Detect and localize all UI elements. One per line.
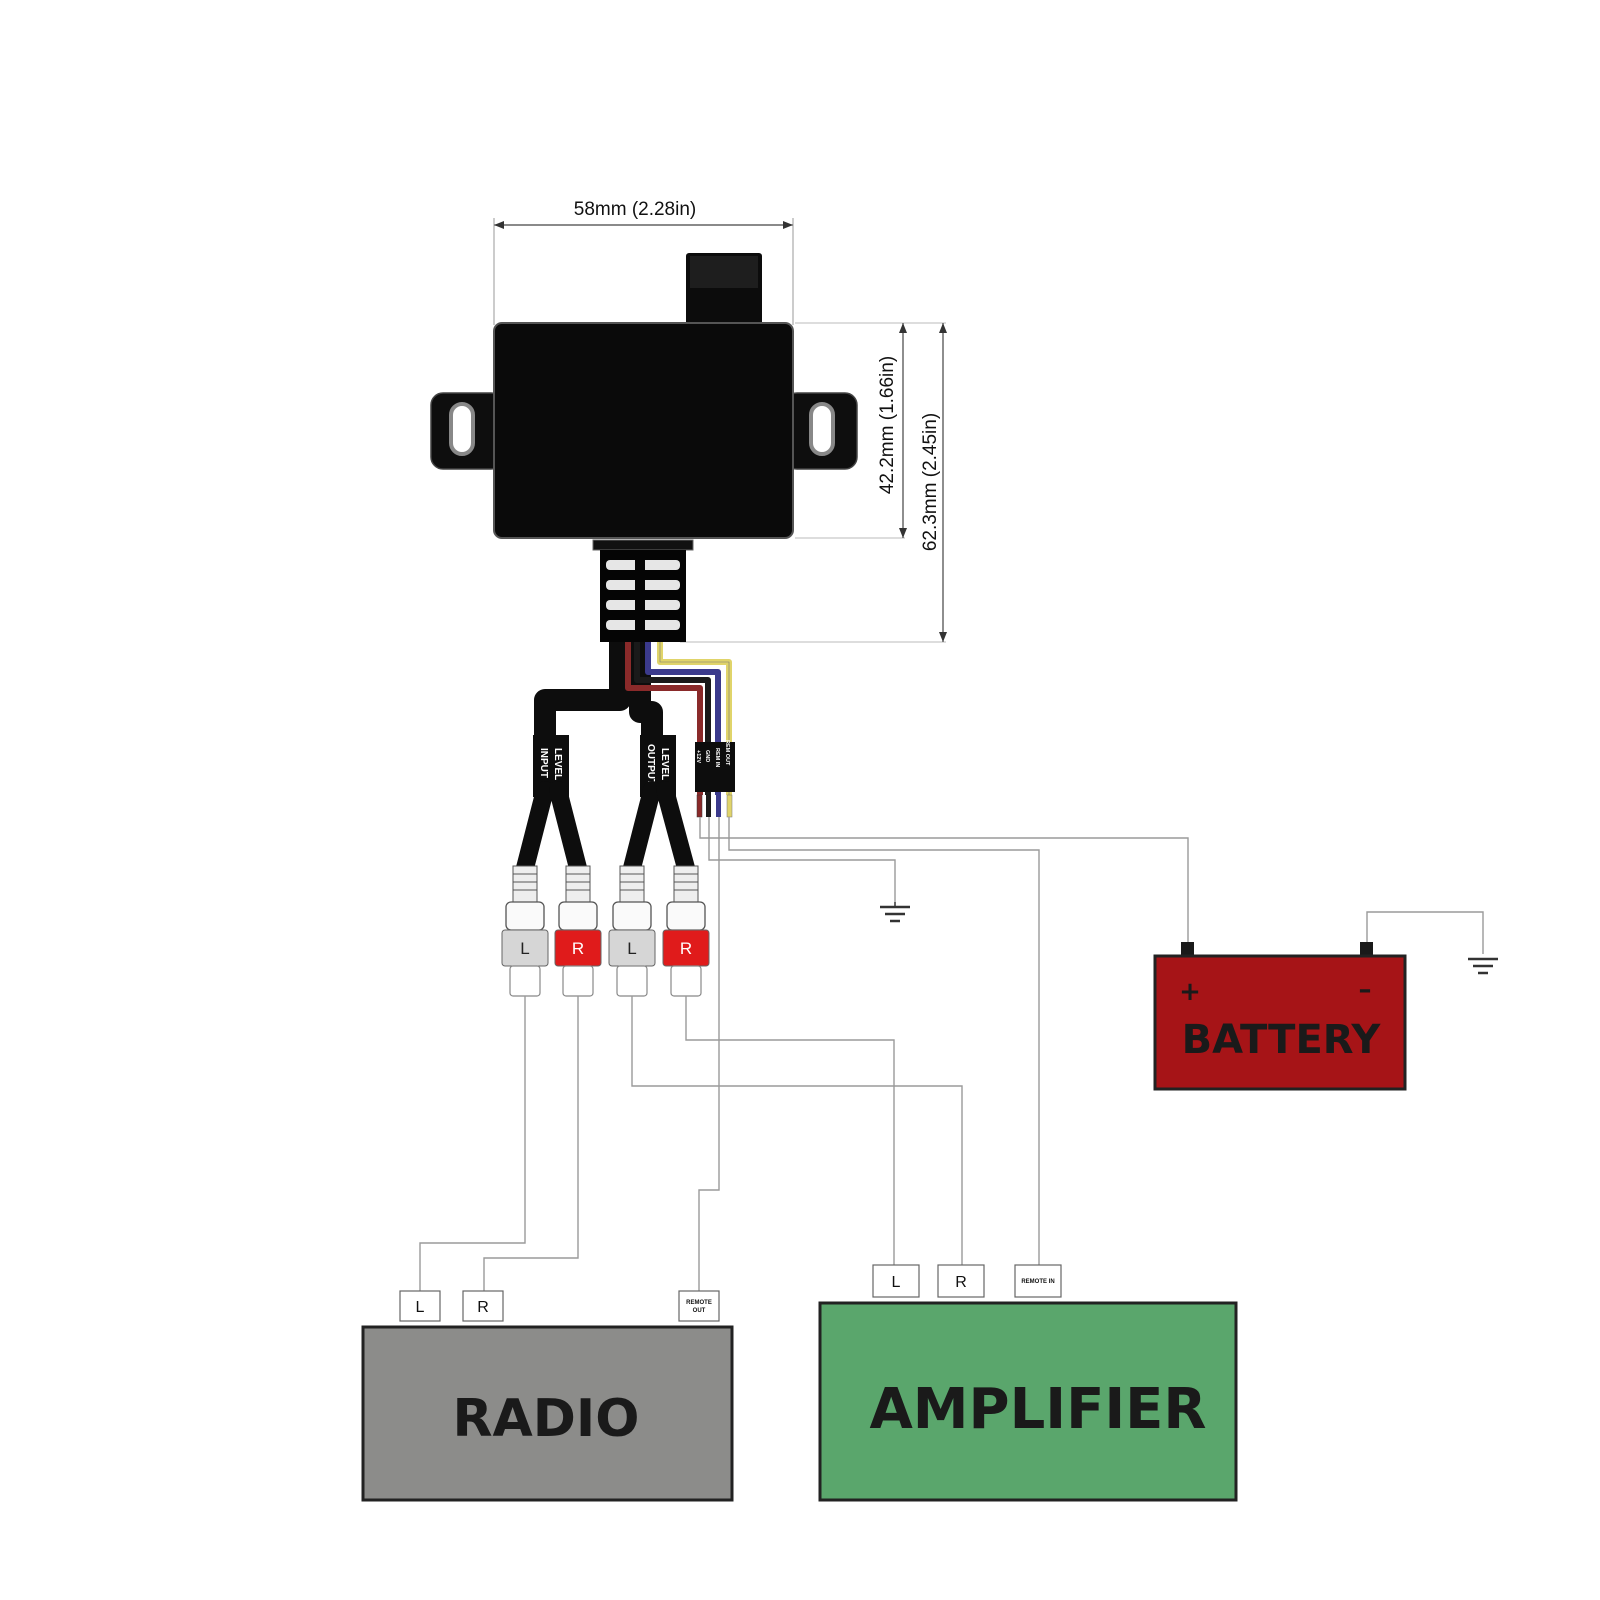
radio-port-left: [399, 1290, 441, 1322]
battery-negative-terminal: [1360, 942, 1373, 958]
amplifier: L R REMOTE IN AMPLIFIER: [818, 1264, 1238, 1502]
battery: + – BATTERY: [1153, 942, 1407, 1091]
radio: L R REMOTE OUT RADIO: [361, 1290, 734, 1502]
dimension-total-height: 62.3mm (2.45in): [680, 322, 947, 643]
mount-hole-icon: [809, 402, 835, 456]
level-output-label-0: LEVEL: [659, 748, 670, 780]
amp-port-right-label: R: [955, 1274, 967, 1291]
wire-rem-in-label: REM IN: [714, 748, 720, 767]
rca-plug-output-left: L: [608, 865, 656, 997]
connection-lines: [419, 817, 1484, 1292]
cable-harness: INPUT LEVEL OUTPUT LEVEL +12V GND REM IN…: [516, 642, 735, 877]
battery-negative-label: –: [1359, 975, 1372, 1005]
total-height-label: 62.3mm (2.45in): [920, 413, 941, 551]
level-input-label-0: LEVEL: [552, 748, 563, 780]
ground-icon: [1468, 957, 1498, 975]
radio-port-remote-label-0: REMOTE: [686, 1300, 712, 1306]
dimension-width: 58mm (2.28in): [493, 199, 794, 325]
amp-port-left-label: L: [892, 1274, 901, 1291]
amp-port-left: [872, 1264, 920, 1298]
battery-positive-label: +: [1179, 977, 1201, 1007]
wire-gnd-label: GND: [704, 750, 710, 762]
module-body: [493, 322, 794, 539]
rca-plug-input-right: R: [554, 865, 602, 997]
battery-label: BATTERY: [1182, 1017, 1382, 1063]
plug-label: L: [520, 939, 529, 958]
body-height-label: 42.2mm (1.66in): [877, 356, 898, 494]
radio-port-right: [462, 1290, 504, 1322]
plug-label: R: [680, 939, 692, 958]
wire-rem-out-label: REM OUT: [724, 740, 730, 766]
rca-plug-input-left: L: [501, 865, 549, 997]
plug-label: R: [572, 939, 584, 958]
line-output-converter: [430, 253, 858, 642]
ground-icon: [880, 902, 910, 923]
amp-port-right: [937, 1264, 985, 1298]
amplifier-label: AMPLIFIER: [869, 1377, 1206, 1442]
plug-label: L: [627, 939, 636, 958]
radio-port-left-label: L: [416, 1299, 425, 1316]
level-output-label-1: OUTPUT: [645, 744, 656, 785]
dimension-body-height: 42.2mm (1.66in): [795, 322, 907, 539]
level-input-label-1: INPUT: [538, 748, 549, 778]
radio-port-right-label: R: [477, 1299, 489, 1316]
wire-12v-label: +12V: [695, 750, 701, 763]
width-label: 58mm (2.28in): [574, 199, 697, 220]
radio-port-remote-label-1: OUT: [693, 1308, 706, 1314]
battery-positive-terminal: [1181, 942, 1194, 958]
amp-port-remote: [1014, 1264, 1062, 1298]
mount-hole-icon: [449, 402, 475, 456]
radio-port-remote: [678, 1290, 720, 1322]
rca-plug-output-right: R: [662, 865, 710, 997]
amp-port-remote-label: REMOTE IN: [1021, 1279, 1054, 1285]
strain-relief: [600, 550, 686, 642]
radio-label: RADIO: [452, 1389, 639, 1449]
